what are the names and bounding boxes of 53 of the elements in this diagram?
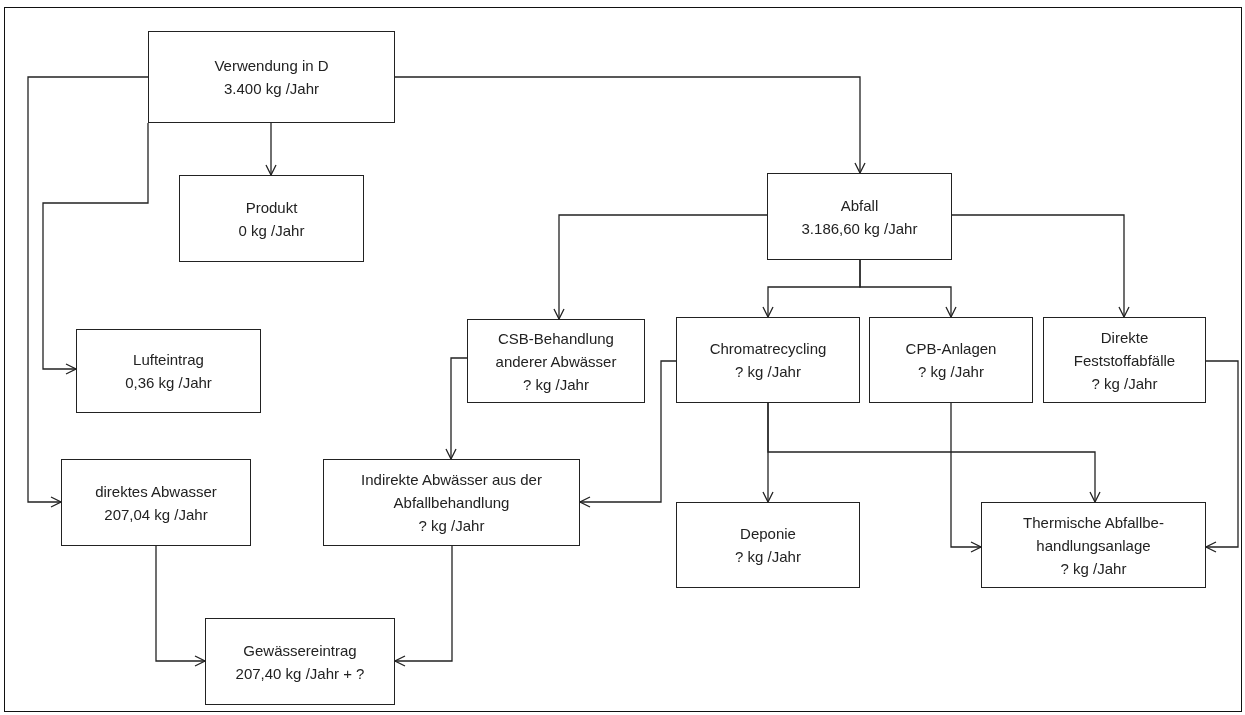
amount-text: ? kg /Jahr [1060,558,1127,579]
process-box [76,329,261,413]
amount-text: ? kg /Jahr [735,547,801,567]
amount-text: 207,40 kg /Jahr + ? [235,663,365,684]
arrow [553,214,768,320]
process-box [981,502,1206,588]
arrow [767,402,1101,503]
process-box [467,319,645,403]
amount-text: ? kg /Jahr [918,362,984,382]
box-title: Thermische Abfallbe- handlungsanlage [1022,512,1165,556]
amount-text: 0 kg /Jahr [238,220,305,241]
box-title: CSB-Behandlung anderer Abwässer [494,328,618,372]
process-box [61,459,251,546]
arrow [859,259,957,318]
process-box [1043,317,1206,403]
arrow [579,360,677,508]
box-title: Lufteintrag [133,350,204,370]
arrow [950,402,982,553]
amount-text: 3.400 kg /Jahr [223,79,320,99]
process-box [205,618,395,705]
process-box [179,175,364,262]
amount-text: ? kg /Jahr [1091,373,1158,394]
arrow [394,76,866,174]
box-title: direktes Abwasser [95,481,217,502]
arrow [951,214,1130,318]
arrow [445,357,468,460]
amount-text: ? kg /Jahr [523,374,589,395]
process-box [148,31,395,123]
amount-text: 207,04 kg /Jahr [104,504,208,525]
box-title: Abfall [840,195,879,216]
box-title: Chromatrecycling [709,339,827,359]
arrow [265,122,277,176]
box-title: Direkte Feststoffabfälle [1072,327,1177,371]
arrow [394,545,453,667]
process-box [869,317,1033,403]
process-box [323,459,580,546]
box-title: CPB-Anlagen [905,339,997,359]
arrow [155,545,206,667]
process-box [676,317,860,403]
arrow [42,122,149,375]
box-title: Indirekte Abwässer aus der Abfallbehandlung [360,470,543,513]
box-title: Verwendung in D [214,56,329,76]
box-title: Deponie [740,524,796,544]
arrow [27,76,149,508]
amount-text: ? kg /Jahr [418,516,485,536]
amount-text: 3.186,60 kg /Jahr [801,218,918,239]
box-title: Gewässereintrag [243,640,357,661]
process-box [767,173,952,260]
box-title: Produkt [245,197,298,218]
process-box [676,502,860,588]
arrow [1205,360,1239,553]
amount-text: 0,36 kg /Jahr [125,373,212,393]
amount-text: ? kg /Jahr [735,362,801,382]
